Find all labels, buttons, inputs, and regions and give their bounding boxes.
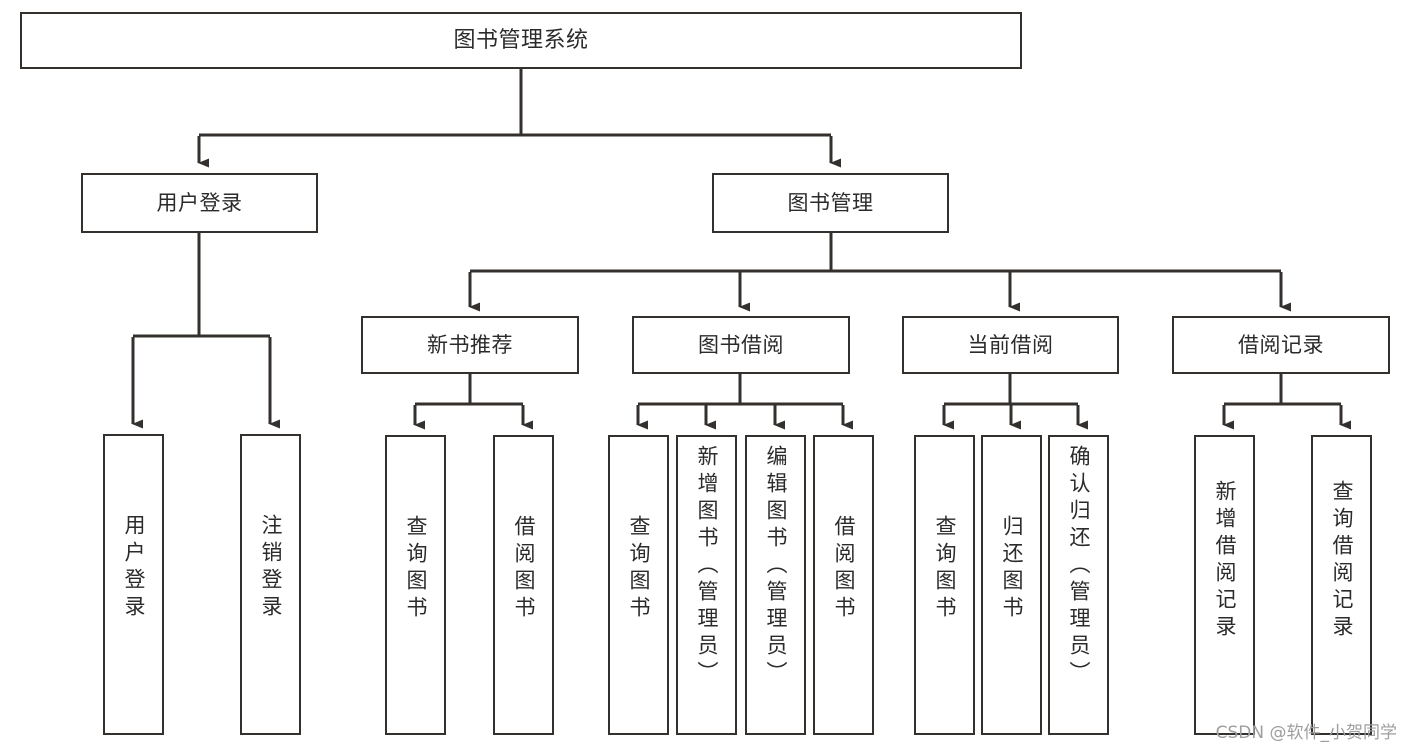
node-book-borrow[interactable]: 图书借阅 — [632, 316, 850, 374]
node-leaf-return-book[interactable]: 归还图书 — [981, 435, 1042, 735]
node-current-borrow-label: 当前借阅 — [967, 332, 1054, 357]
node-leaf-confirm-return[interactable]: 确认归还（管理员） — [1048, 435, 1109, 735]
node-root[interactable]: 图书管理系统 — [20, 12, 1022, 69]
node-leaf-query-book-3[interactable]: 查询图书 — [914, 435, 975, 735]
node-leaf-borrow-book-1[interactable]: 借阅图书 — [493, 435, 554, 735]
node-leaf-query-book-2[interactable]: 查询图书 — [608, 435, 669, 735]
node-new-book-recommend[interactable]: 新书推荐 — [361, 316, 579, 374]
node-leaf-query-book-1[interactable]: 查询图书 — [385, 435, 446, 735]
node-leaf-add-record-label: 新增借阅记录 — [1213, 480, 1237, 642]
node-borrow-record[interactable]: 借阅记录 — [1172, 316, 1390, 374]
node-leaf-user-login[interactable]: 用户登录 — [103, 434, 164, 735]
node-leaf-borrow-book-2[interactable]: 借阅图书 — [813, 435, 874, 735]
node-leaf-logout-label: 注销登录 — [259, 514, 283, 622]
node-leaf-query-book-1-label: 查询图书 — [404, 515, 428, 623]
node-leaf-edit-book-label: 编辑图书（管理员） — [764, 445, 788, 688]
node-leaf-borrow-book-1-label: 借阅图书 — [512, 515, 536, 623]
node-leaf-edit-book[interactable]: 编辑图书（管理员） — [745, 435, 806, 735]
node-user-login[interactable]: 用户登录 — [81, 173, 318, 233]
node-leaf-add-record[interactable]: 新增借阅记录 — [1194, 435, 1255, 735]
node-root-label: 图书管理系统 — [453, 27, 589, 53]
node-leaf-query-record-label: 查询借阅记录 — [1330, 480, 1354, 642]
node-leaf-query-record[interactable]: 查询借阅记录 — [1311, 435, 1372, 735]
node-borrow-record-label: 借阅记录 — [1238, 332, 1324, 357]
node-leaf-add-book-label: 新增图书（管理员） — [695, 445, 719, 688]
node-book-manage-label: 图书管理 — [787, 190, 874, 215]
node-book-manage[interactable]: 图书管理 — [712, 173, 949, 233]
node-leaf-user-login-label: 用户登录 — [122, 514, 146, 622]
node-new-book-recommend-label: 新书推荐 — [427, 332, 513, 357]
node-leaf-confirm-return-label: 确认归还（管理员） — [1067, 445, 1091, 688]
node-leaf-borrow-book-2-label: 借阅图书 — [832, 515, 856, 623]
node-leaf-query-book-3-label: 查询图书 — [933, 515, 957, 623]
node-current-borrow[interactable]: 当前借阅 — [902, 316, 1119, 374]
node-user-login-label: 用户登录 — [156, 190, 243, 215]
node-leaf-logout[interactable]: 注销登录 — [240, 434, 301, 735]
node-leaf-add-book[interactable]: 新增图书（管理员） — [676, 435, 737, 735]
node-book-borrow-label: 图书借阅 — [698, 332, 784, 357]
csdn-watermark: CSDN @软件_小贺同学 — [1215, 723, 1397, 743]
node-leaf-query-book-2-label: 查询图书 — [627, 515, 651, 623]
node-leaf-return-book-label: 归还图书 — [1000, 515, 1024, 623]
